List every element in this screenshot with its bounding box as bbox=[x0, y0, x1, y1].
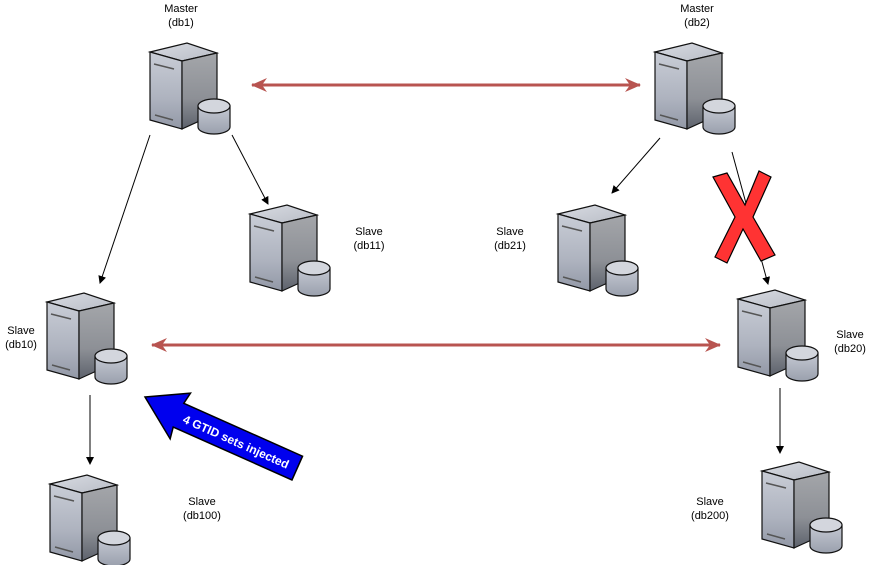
svg-text:(db11): (db11) bbox=[354, 240, 385, 252]
edge-db1-db11 bbox=[231, 134, 269, 205]
annotation-arrow: 4 GTID sets injected bbox=[143, 392, 304, 481]
svg-text:Slave: Slave bbox=[7, 325, 35, 337]
label-db200: Slave (db200) bbox=[691, 496, 729, 522]
svg-text:Master: Master bbox=[680, 3, 714, 15]
svg-text:(db1): (db1) bbox=[168, 17, 194, 29]
svg-text:(db10): (db10) bbox=[5, 339, 37, 351]
server-icon-db21 bbox=[557, 204, 639, 297]
svg-text:Slave: Slave bbox=[188, 496, 216, 508]
server-icon-db20 bbox=[737, 289, 819, 382]
svg-text:(db200): (db200) bbox=[691, 510, 729, 522]
label-db21: Slave (db21) bbox=[494, 226, 526, 252]
edge-db2-db21 bbox=[611, 137, 661, 194]
svg-text:Master: Master bbox=[164, 3, 198, 15]
server-icon-db200 bbox=[761, 461, 843, 554]
annotation-text: 4 GTID sets injected bbox=[181, 412, 291, 471]
label-db11: Slave (db11) bbox=[354, 226, 385, 252]
svg-text:(db100): (db100) bbox=[183, 510, 221, 522]
server-icon-db100 bbox=[49, 474, 131, 565]
label-db1: Master (db1) bbox=[164, 3, 198, 29]
label-db2: Master (db2) bbox=[680, 3, 714, 29]
server-icon-db1 bbox=[149, 42, 231, 135]
svg-text:Slave: Slave bbox=[836, 329, 864, 341]
svg-text:(db2): (db2) bbox=[684, 17, 710, 29]
server-icon-db2 bbox=[654, 42, 736, 135]
svg-text:(db20): (db20) bbox=[834, 343, 866, 355]
server-icon-db11 bbox=[249, 204, 331, 297]
edge-db1-db10 bbox=[98, 134, 151, 284]
svg-text:Slave: Slave bbox=[355, 226, 383, 238]
x-mark-icon bbox=[712, 170, 776, 264]
svg-text:Slave: Slave bbox=[496, 226, 524, 238]
label-db20: Slave (db20) bbox=[834, 329, 866, 355]
label-db100: Slave (db100) bbox=[183, 496, 221, 522]
label-db10: Slave (db10) bbox=[5, 325, 37, 351]
svg-text:(db21): (db21) bbox=[494, 240, 526, 252]
svg-text:Slave: Slave bbox=[696, 496, 724, 508]
server-icon-db10 bbox=[46, 292, 128, 385]
